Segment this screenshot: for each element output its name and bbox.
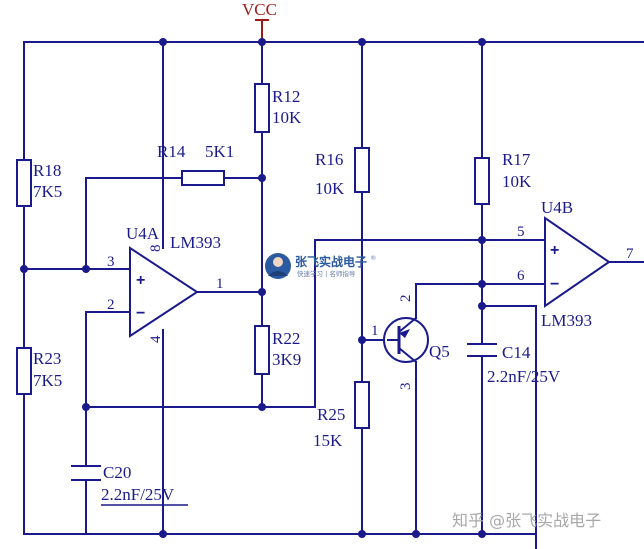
resistor-r16: R16 10K bbox=[315, 147, 370, 198]
q5-pin-emitter: 3 bbox=[398, 383, 414, 391]
u4a-pin-vcc: 8 bbox=[148, 245, 164, 253]
r14-value: 5K1 bbox=[205, 142, 234, 161]
u4a-minus-sign: − bbox=[136, 305, 145, 322]
u4a-pin-out: 1 bbox=[216, 276, 224, 292]
watermark-text: 知乎 @张飞实战电子 bbox=[452, 511, 601, 530]
resistor-r25: R25 15K bbox=[313, 381, 370, 450]
u4b-designator: U4B bbox=[541, 198, 573, 217]
resistor-r14: R14 5K1 bbox=[157, 142, 234, 186]
brand-title: 张飞实战电子 bbox=[295, 254, 367, 269]
r12-value: 10K bbox=[272, 108, 302, 127]
r22-value: 3K9 bbox=[272, 350, 301, 369]
r23-value: 7K5 bbox=[33, 371, 62, 390]
comparator-u4a: + − U4A LM393 3 2 1 8 4 bbox=[107, 224, 224, 343]
r18-ref: R18 bbox=[33, 161, 61, 180]
transistor-q5: Q5 1 2 3 bbox=[371, 295, 450, 391]
resistor-r23: R23 7K5 bbox=[16, 347, 62, 395]
resistor-r12: R12 10K bbox=[254, 83, 302, 133]
c14-value: 2.2nF/25V bbox=[487, 367, 561, 386]
r16-value: 10K bbox=[315, 179, 345, 198]
brand-badge: 张飞实战电子 ® 快速学习 | 名师指导 bbox=[265, 253, 377, 279]
r12-ref: R12 bbox=[272, 87, 300, 106]
q5-pin-base: 1 bbox=[371, 323, 379, 339]
c20-value: 2.2nF/25V bbox=[101, 485, 175, 504]
resistor-r17: R17 10K bbox=[474, 150, 532, 205]
r22-ref: R22 bbox=[272, 329, 300, 348]
resistor-r22: R22 3K9 bbox=[254, 325, 301, 375]
c20-ref: C20 bbox=[103, 463, 131, 482]
u4b-part: LM393 bbox=[541, 311, 592, 330]
r23-ref: R23 bbox=[33, 349, 61, 368]
capacitor-c20: C20 2.2nF/25V bbox=[71, 463, 188, 506]
u4a-pin-minus: 2 bbox=[107, 297, 115, 313]
capacitor-c14: C14 2.2nF/25V bbox=[467, 343, 561, 386]
r14-ref: R14 bbox=[157, 142, 186, 161]
vcc-label: VCC bbox=[242, 0, 277, 19]
u4a-plus-sign: + bbox=[136, 272, 145, 289]
u4b-minus-sign: − bbox=[550, 276, 559, 293]
comparator-u4b: + − U4B LM393 5 6 7 bbox=[517, 198, 634, 330]
r16-ref: R16 bbox=[315, 150, 343, 169]
junction-dots bbox=[20, 38, 486, 538]
u4a-designator: U4A bbox=[126, 224, 160, 243]
vcc-symbol: VCC bbox=[242, 0, 277, 42]
u4a-part: LM393 bbox=[170, 233, 221, 252]
u4b-pin-plus: 5 bbox=[517, 224, 525, 240]
c14-ref: C14 bbox=[502, 343, 531, 362]
r18-value: 7K5 bbox=[33, 182, 62, 201]
r17-ref: R17 bbox=[502, 150, 531, 169]
u4a-pin-gnd: 4 bbox=[148, 335, 164, 343]
u4a-pin-plus: 3 bbox=[107, 254, 115, 270]
brand-subtitle: 快速学习 | 名师指导 bbox=[297, 269, 356, 278]
u4b-pin-minus: 6 bbox=[517, 268, 525, 284]
q5-ref: Q5 bbox=[429, 342, 450, 361]
r25-ref: R25 bbox=[317, 405, 345, 424]
r17-value: 10K bbox=[502, 172, 532, 191]
brand-reg: ® bbox=[370, 254, 377, 262]
r25-value: 15K bbox=[313, 431, 343, 450]
q5-pin-collector: 2 bbox=[398, 295, 414, 303]
u4b-pin-out: 7 bbox=[626, 246, 634, 262]
resistor-r18: R18 7K5 bbox=[16, 159, 62, 207]
u4b-plus-sign: + bbox=[550, 242, 559, 259]
